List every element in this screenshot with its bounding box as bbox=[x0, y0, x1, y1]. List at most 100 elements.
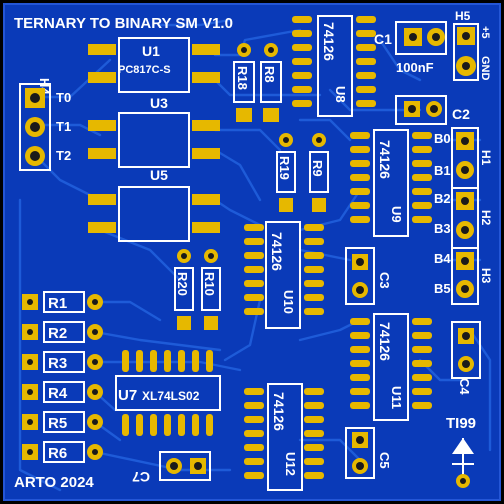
smd-pad bbox=[350, 188, 370, 195]
u7-ref: U7 bbox=[118, 387, 137, 404]
h5-pin-gnd: GND bbox=[479, 56, 491, 81]
resistor-r8: R8 bbox=[260, 43, 282, 122]
r20-ref: R20 bbox=[175, 272, 190, 296]
h5-pin-5v: +5 bbox=[479, 26, 491, 39]
optocoupler-u1: U1 PC817C-S bbox=[88, 37, 220, 93]
smd-pad bbox=[244, 416, 264, 423]
smd-pad bbox=[178, 414, 185, 436]
smd-pad bbox=[412, 146, 432, 153]
smd-pad bbox=[350, 202, 370, 209]
smd-pad bbox=[412, 174, 432, 181]
capacitor-c3: C3 bbox=[345, 247, 392, 305]
ic-u11: 74126 U11 bbox=[373, 313, 409, 421]
smd-pad bbox=[244, 430, 264, 437]
smd-pad bbox=[150, 350, 157, 372]
u8-ref: U8 bbox=[333, 86, 348, 103]
ic-u10-pads bbox=[244, 224, 324, 315]
smd-pad bbox=[350, 360, 370, 367]
c3-ref: C3 bbox=[377, 272, 392, 289]
header-h2: H2 bbox=[451, 187, 493, 249]
smd-pad bbox=[356, 72, 376, 79]
smd-pad bbox=[412, 132, 432, 139]
smd-pad bbox=[304, 238, 324, 245]
smd-pad bbox=[350, 388, 370, 395]
ti-logo-icon bbox=[452, 438, 474, 488]
capacitor-c4: C4 bbox=[451, 321, 481, 395]
smd-pad bbox=[292, 58, 312, 65]
resistor-r6-ref: R6 bbox=[48, 445, 67, 462]
smd-pad bbox=[244, 388, 264, 395]
resistor-r2: R2 bbox=[22, 321, 103, 343]
smd-pad bbox=[192, 350, 199, 372]
footer-logo-text: TI99 bbox=[446, 415, 476, 432]
capacitor-c7: C7 bbox=[132, 451, 211, 485]
ic-u12-pads bbox=[244, 388, 324, 479]
h2-ref: H2 bbox=[479, 210, 493, 226]
resistor-r1: R1 bbox=[22, 291, 103, 313]
smd-pad bbox=[412, 188, 432, 195]
u8-part: 74126 bbox=[321, 22, 337, 61]
c1-value: 100nF bbox=[396, 60, 434, 75]
smd-pad bbox=[412, 374, 432, 381]
smd-pad bbox=[244, 472, 264, 479]
smd-pad bbox=[244, 308, 264, 315]
header-h3: H3 bbox=[451, 247, 493, 305]
smd-pad bbox=[304, 458, 324, 465]
c1-ref: C1 bbox=[374, 31, 392, 47]
r8-ref: R8 bbox=[262, 66, 277, 83]
smd-pad bbox=[356, 58, 376, 65]
smd-pad bbox=[292, 44, 312, 51]
resistor-r1-ref: R1 bbox=[48, 295, 67, 312]
u12-part: 74126 bbox=[271, 392, 287, 431]
c2-ref: C2 bbox=[452, 106, 470, 122]
capacitor-c1: C1 100nF bbox=[374, 21, 447, 75]
smd-pad bbox=[304, 472, 324, 479]
smd-pad bbox=[244, 402, 264, 409]
smd-pad bbox=[150, 414, 157, 436]
copper-traces bbox=[18, 18, 492, 492]
smd-pad bbox=[304, 388, 324, 395]
smd-pad bbox=[356, 16, 376, 23]
resistor-r4: R4 bbox=[22, 381, 103, 403]
smd-pad bbox=[292, 16, 312, 23]
board-title: TERNARY TO BINARY SM V1.0 bbox=[14, 15, 233, 32]
resistor-r10: R10 bbox=[201, 249, 221, 330]
smd-pad bbox=[304, 294, 324, 301]
c7-ref: C7 bbox=[132, 469, 150, 485]
ic-u7: U7 XL74LS02 bbox=[115, 375, 221, 411]
header-h1: H1 bbox=[451, 127, 493, 189]
ic-u8-pads bbox=[292, 16, 376, 107]
header-h4: H4 T0 T1 T2 bbox=[19, 78, 71, 171]
ic-u10: 74126 U10 bbox=[265, 221, 301, 329]
header-h5: H5 +5 GND bbox=[453, 9, 491, 81]
resistor-r2-ref: R2 bbox=[48, 325, 67, 342]
smd-pad bbox=[412, 402, 432, 409]
smd-pad bbox=[122, 350, 129, 372]
r19-ref: R19 bbox=[277, 156, 292, 180]
r10-ref: R10 bbox=[202, 272, 217, 296]
smd-pad bbox=[304, 266, 324, 273]
u11-part: 74126 bbox=[377, 322, 393, 361]
smd-pad bbox=[304, 430, 324, 437]
bit-b2: B2 bbox=[434, 191, 451, 206]
bit-b3: B3 bbox=[434, 221, 451, 236]
smd-pad bbox=[292, 86, 312, 93]
r18-ref: R18 bbox=[235, 66, 250, 90]
smd-pad bbox=[304, 224, 324, 231]
capacitor-c5: C5 bbox=[345, 427, 392, 479]
smd-pad bbox=[412, 360, 432, 367]
smd-pad bbox=[244, 266, 264, 273]
c4-ref: C4 bbox=[457, 378, 472, 395]
smd-pad bbox=[164, 350, 171, 372]
smd-pad bbox=[136, 414, 143, 436]
smd-pad bbox=[412, 332, 432, 339]
smd-pad bbox=[356, 86, 376, 93]
u9-part: 74126 bbox=[377, 140, 393, 179]
u12-ref: U12 bbox=[283, 452, 298, 476]
smd-pad bbox=[350, 132, 370, 139]
resistor-r3: R3 bbox=[22, 351, 103, 373]
smd-pad bbox=[412, 346, 432, 353]
resistor-r6: R6 bbox=[22, 441, 103, 463]
smd-pad bbox=[356, 44, 376, 51]
